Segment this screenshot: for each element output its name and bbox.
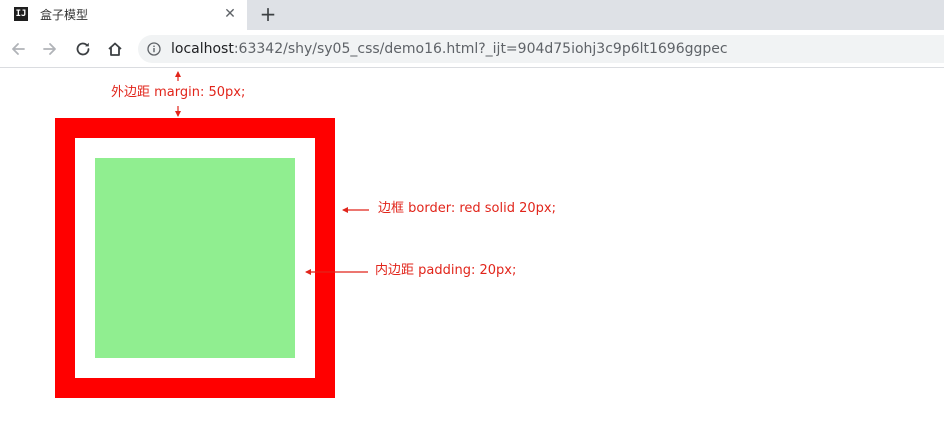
- padding-annotation: 内边距 padding: 20px;: [375, 263, 517, 278]
- browser-tab[interactable]: IJ 盒子模型 ✕: [0, 0, 247, 30]
- arrow-right-icon: [43, 43, 56, 55]
- tab-strip: IJ 盒子模型 ✕ +: [0, 0, 944, 30]
- url-text[interactable]: localhost:63342/shy/sy05_css/demo16.html…: [171, 40, 728, 58]
- arrow-left-icon: [12, 43, 25, 55]
- intellij-favicon-icon: IJ: [14, 7, 28, 21]
- tab-title: 盒子模型: [40, 8, 89, 22]
- reload-icon: [76, 42, 90, 56]
- page-viewport: 外边距 margin: 50px; 边框 border: red solid 2…: [0, 68, 944, 426]
- browser-toolbar: localhost:63342/shy/sy05_css/demo16.html…: [0, 30, 944, 68]
- url-path: :63342/shy/sy05_css/demo16.html?_ijt=904…: [233, 41, 728, 57]
- new-tab-button[interactable]: +: [259, 2, 277, 26]
- border-annotation: 边框 border: red solid 20px;: [378, 201, 556, 216]
- reload-button[interactable]: [71, 37, 95, 61]
- margin-annotation: 外边距 margin: 50px;: [111, 85, 246, 100]
- forward-button[interactable]: [38, 37, 62, 61]
- back-button[interactable]: [6, 37, 30, 61]
- url-host: localhost: [171, 41, 234, 57]
- box-model-content: [95, 158, 295, 358]
- close-tab-icon[interactable]: ✕: [224, 6, 236, 22]
- address-bar[interactable]: localhost:63342/shy/sy05_css/demo16.html…: [138, 35, 944, 63]
- box-model-border: [55, 118, 335, 398]
- info-icon[interactable]: [147, 42, 161, 56]
- home-button[interactable]: [103, 37, 127, 61]
- home-icon: [108, 42, 122, 56]
